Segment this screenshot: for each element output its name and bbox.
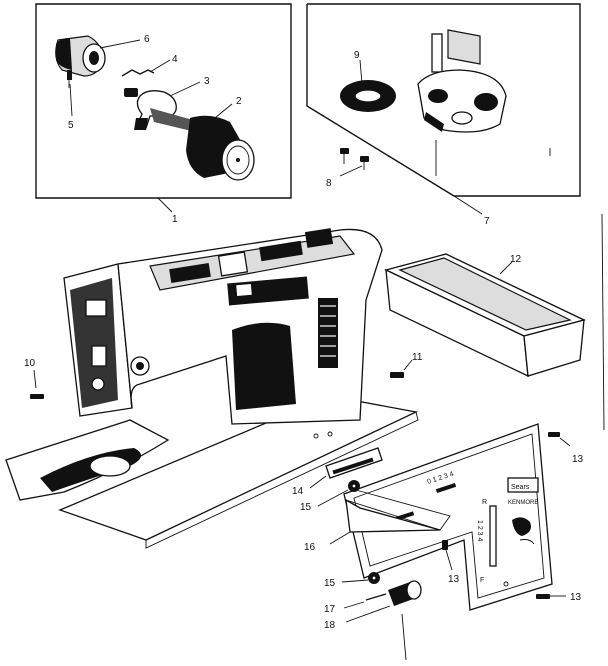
front-control-panel: 0 1 2 3 4 R F 1 2 3 4 Sears KENMORE xyxy=(343,423,553,611)
callout-17: 17 xyxy=(324,604,336,615)
part-13-screw-right-lower: 13 xyxy=(536,592,582,603)
part-16-bracket: 16 xyxy=(304,489,451,553)
part-12-tray: 12 xyxy=(384,253,586,378)
panel-scale: 1 2 3 4 xyxy=(476,520,483,542)
callout-13-right-upper: 13 xyxy=(572,454,584,465)
part-5-screw xyxy=(67,70,72,88)
callout-6: 6 xyxy=(144,34,150,45)
callout-4: 4 xyxy=(172,54,178,65)
panel-letter-f: F xyxy=(480,577,484,584)
callout-2: 2 xyxy=(236,96,242,107)
panel-letter-r: R xyxy=(482,499,487,506)
panel-model: KENMORE xyxy=(508,500,538,506)
part-15-washer-upper: 15 xyxy=(300,480,360,513)
part-9-ring xyxy=(340,80,396,112)
vent-slats xyxy=(320,305,336,357)
callout-9: 9 xyxy=(354,50,360,61)
part-18-knob: 18 xyxy=(324,580,422,661)
machine-body: 10 11 xyxy=(5,228,423,549)
callout-11: 11 xyxy=(412,352,423,363)
panel-brand: Sears xyxy=(511,484,530,491)
callout-15-lower: 15 xyxy=(324,578,336,589)
part-4-spring-clip xyxy=(121,69,155,77)
part-17-pin: 17 xyxy=(324,593,387,615)
part-13-screw-right-upper: 13 xyxy=(548,432,584,465)
callout-3: 3 xyxy=(204,76,210,87)
callout-12: 12 xyxy=(510,254,522,265)
part-15-washer-lower: 15 xyxy=(324,572,380,589)
inset-box-1: 6 5 4 3 2 1 xyxy=(35,3,292,225)
callout-8: 8 xyxy=(326,178,332,189)
callout-16: 16 xyxy=(304,542,316,553)
part-7-winder-assembly xyxy=(417,29,507,133)
callout-7: 7 xyxy=(484,216,490,227)
part-8-screws xyxy=(339,148,369,177)
callout-15-upper: 15 xyxy=(300,502,312,513)
callout-1: 1 xyxy=(172,214,178,225)
part-6-bushing xyxy=(55,35,106,77)
callout-14: 14 xyxy=(292,486,304,497)
callout-13-center: 13 xyxy=(448,574,460,585)
callout-5: 5 xyxy=(68,120,74,131)
inset-box-2: 9 7 8 xyxy=(306,3,581,227)
part-13-screw-center: 13 xyxy=(442,540,460,585)
part-14-plate: 14 xyxy=(292,447,383,497)
callout-18: 18 xyxy=(324,620,336,631)
part-2-motor-knob xyxy=(150,108,255,181)
callout-13-right-lower: 13 xyxy=(570,592,582,603)
part-3-bracket xyxy=(124,88,177,130)
callout-10: 10 xyxy=(24,358,36,369)
